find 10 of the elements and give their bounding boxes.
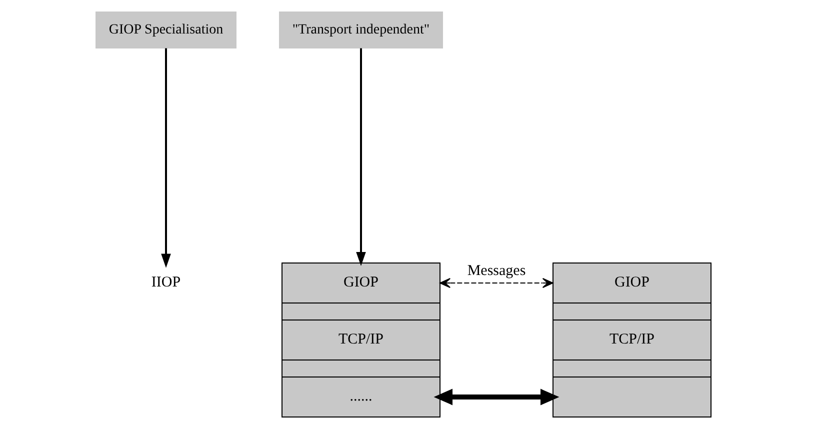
arrow (440, 278, 554, 288)
edge-label: Messages (467, 263, 526, 279)
arrow (161, 48, 171, 268)
node-box: GIOP Specialisation (96, 12, 236, 48)
node-box: TCP/IP (552, 320, 712, 360)
arrow (434, 388, 560, 406)
node-box: TCP/IP (282, 320, 440, 360)
arrow (356, 48, 366, 266)
node-text: IIOP (151, 274, 181, 290)
node-box: "Transport independent" (279, 12, 443, 48)
